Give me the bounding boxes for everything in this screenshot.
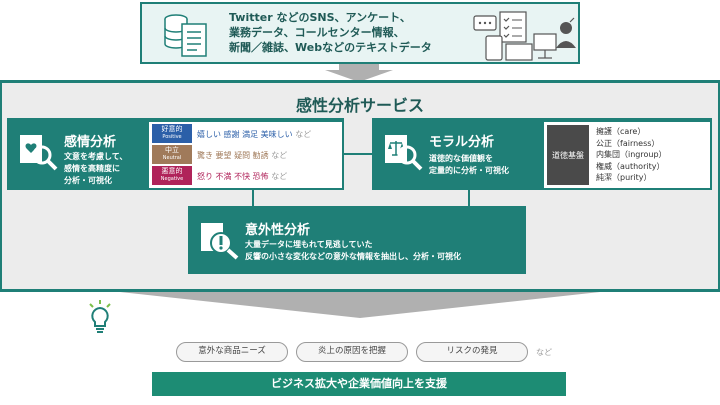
data-source-box: Twitter などのSNS、アンケート、 業務データ、コールセンター情報、 新…: [140, 2, 580, 64]
unexpectedness-analysis-card: 意外性分析 大量データに埋もれて見逃していた 反響の小さな変化などの意外な情報を…: [188, 206, 526, 274]
business-support-banner: ビジネス拡大や企業価値向上を支援: [152, 372, 566, 396]
moral-item: 権威（authority）: [596, 161, 665, 171]
moral-item: 内集団（ingroup）: [596, 150, 667, 159]
data-source-text: Twitter などのSNS、アンケート、 業務データ、コールセンター情報、 新…: [229, 10, 432, 55]
data-source-line: 業務データ、コールセンター情報、: [229, 26, 405, 39]
emotion-desc-line: 感情を高精度に: [64, 164, 120, 173]
moral-desc-line: 定量的に分析・可視化: [429, 166, 509, 175]
words: 怒り 不満 不快 恐怖: [197, 172, 269, 181]
connector-line: [252, 190, 254, 206]
moral-item: 公正（fairness）: [596, 138, 660, 148]
tag-sub: Positive: [162, 134, 182, 140]
tag-label: 悪意的: [161, 167, 183, 175]
outcomes-etc: など: [536, 348, 552, 357]
emotion-words-positive: 嬉しい 感謝 満足 美味しい など: [197, 129, 311, 140]
unexpectedness-title: 意外性分析: [245, 223, 311, 238]
moral-title: モラル分析: [429, 135, 495, 150]
words: 驚き 要望 疑問 勧誘: [197, 151, 269, 160]
heart-document-magnifier-icon: [20, 135, 58, 171]
outcome-pill: 意外な商品ニーズ: [176, 342, 288, 362]
down-arrow-icon: [325, 64, 393, 82]
emotion-desc-line: 分析・可視化: [64, 176, 112, 185]
etc-label: など: [295, 130, 312, 139]
etc-label: など: [271, 151, 288, 160]
connector-line: [468, 190, 470, 206]
moral-base-label: 道徳基盤: [547, 125, 589, 185]
unexpected-desc-line: 大量データに埋もれて見逃していた: [245, 240, 373, 249]
data-source-line: Twitter などのSNS、アンケート、: [229, 11, 411, 24]
outcome-pill: 炎上の原因を把握: [296, 342, 408, 362]
scales-document-magnifier-icon: [385, 135, 423, 171]
unexpectedness-description: 大量データに埋もれて見逃していた 反響の小さな変化などの意外な情報を抽出し、分析…: [245, 239, 461, 263]
words: 嬉しい 感謝 満足 美味しい: [197, 130, 293, 139]
emotion-title: 感情分析: [64, 135, 117, 150]
outcome-pill: リスクの発見: [416, 342, 528, 362]
down-arrow-icon: [120, 292, 600, 318]
moral-desc-line: 道徳的な価値観を: [429, 154, 493, 163]
data-source-line: 新聞／雑誌、Webなどのテキストデータ: [229, 41, 432, 54]
tag-sub: Negative: [160, 176, 184, 182]
sns-devices-icon: [473, 11, 576, 61]
emotion-words-neutral: 驚き 要望 疑問 勧誘 など: [197, 150, 287, 161]
moral-item: 純潔（purity）: [596, 173, 652, 182]
tag-label: 好意的: [161, 125, 183, 133]
emotion-description: 文意を考慮して、 感情を高精度に 分析・可視化: [64, 151, 127, 187]
unexpected-desc-line: 反響の小さな変化などの意外な情報を抽出し、分析・可視化: [245, 252, 461, 261]
exclamation-document-magnifier-icon: [201, 223, 239, 260]
etc-label: など: [271, 172, 288, 181]
service-title: 感性分析サービス: [295, 96, 424, 115]
moral-foundations: 道徳基盤 擁護（care） 公正（fairness） 内集団（ingroup） …: [544, 122, 710, 188]
tag-sub: Neutral: [162, 155, 182, 161]
moral-description: 道徳的な価値観を 定量的に分析・可視化: [429, 153, 509, 177]
moral-analysis-card: モラル分析 道徳的な価値観を 定量的に分析・可視化 道徳基盤 擁護（care） …: [372, 118, 712, 190]
lightbulb-icon: [89, 300, 111, 333]
emotion-desc-line: 文意を考慮して、: [64, 152, 128, 161]
emotion-words-negative: 怒り 不満 不快 恐怖 など: [197, 171, 287, 182]
moral-list: 擁護（care） 公正（fairness） 内集団（ingroup） 権威（au…: [596, 126, 667, 184]
moral-item: 擁護（care）: [596, 127, 646, 136]
tag-label: 中立: [165, 146, 179, 154]
database-document-icon: [164, 14, 207, 57]
connector-line: [344, 153, 372, 155]
